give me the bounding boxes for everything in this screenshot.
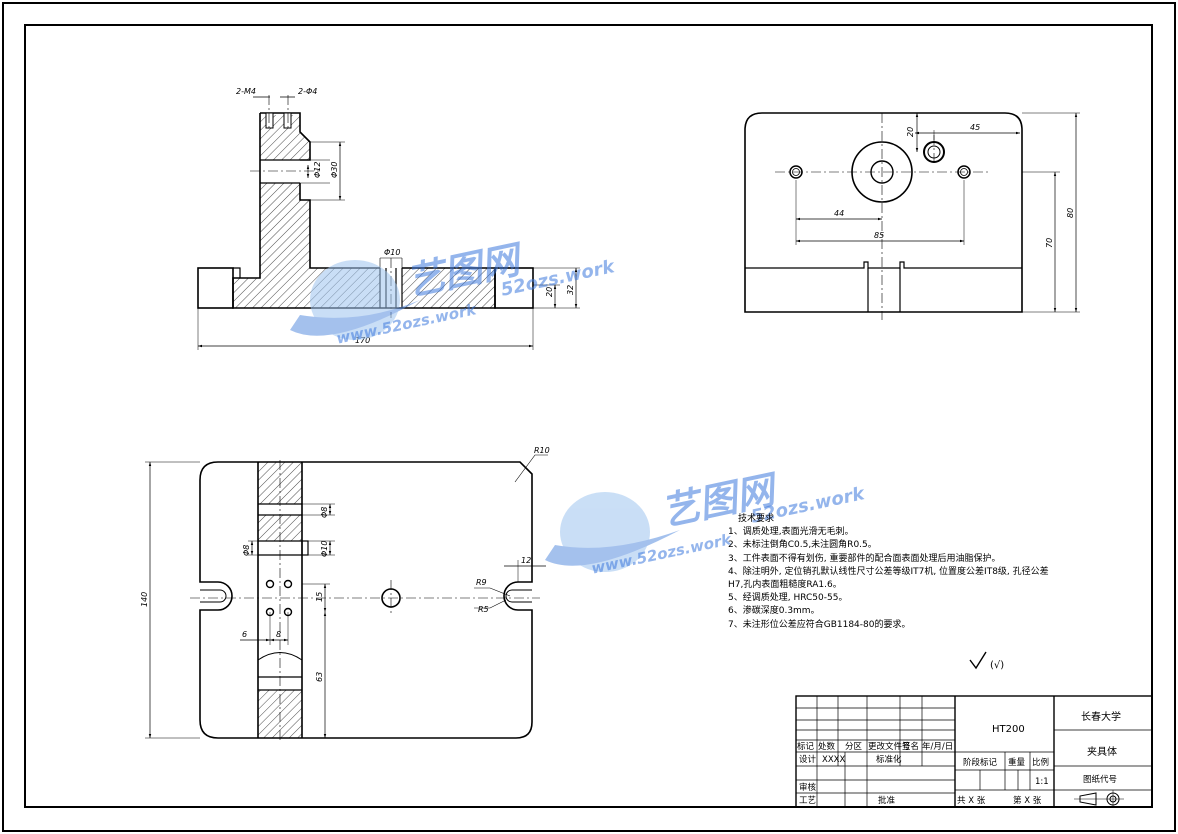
- dim-phi8b: Φ8: [242, 545, 251, 556]
- dim-phi30: Φ30: [330, 162, 339, 178]
- tb-label-4: 签名: [902, 741, 919, 752]
- tb-label-1: 处数: [818, 741, 836, 752]
- side-view: 45 20 44 85 70 80: [744, 112, 1080, 320]
- projection-symbol-icon: [1074, 790, 1124, 808]
- notes-item: 7、未注形位公差应符合GB1184-80的要求。: [728, 619, 911, 630]
- dim-2phi4: 2-Φ4: [298, 87, 317, 96]
- tb-weight: 重量: [1008, 757, 1026, 768]
- dim-70: 70: [1045, 238, 1054, 248]
- tb-process: 工艺: [799, 796, 816, 806]
- top-view: R10 R9 R5 12 140 6 8 15 63 Φ8 Φ10 Φ8: [140, 446, 550, 740]
- dim-85: 85: [874, 231, 884, 240]
- dim-20b: 20: [906, 127, 915, 137]
- notes-item: 3、工件表面不得有划伤, 重要部件的配合面表面处理后用油脂保护。: [728, 553, 1001, 564]
- watermark-logo-icon: [290, 260, 680, 572]
- dim-2m4: 2-M4: [236, 87, 256, 96]
- dim-phi10b: Φ10: [320, 541, 329, 557]
- dim-44: 44: [834, 209, 844, 218]
- inner-frame: [24, 24, 1153, 808]
- notes-item: 2、未标注倒角C0.5,未注圆角R0.5。: [728, 540, 877, 551]
- notes-item: 4、除注明外, 定位销孔默认线性尺寸公差等级IT7机, 位置度公差IT8级, 孔…: [728, 566, 1049, 577]
- dim-8: 8: [276, 630, 281, 639]
- dim-80: 80: [1066, 208, 1075, 218]
- dim-32: 32: [566, 285, 575, 295]
- dim-phi12: Φ12: [313, 162, 322, 178]
- roughness-symbol: (√): [969, 651, 1004, 671]
- tb-part-name: 夹具体: [1087, 745, 1117, 758]
- dim-12: 12: [521, 556, 531, 565]
- notes-item: H7,孔内表面粗糙度RA1.6。: [728, 580, 842, 591]
- dim-phi8: Φ8: [320, 507, 329, 518]
- tb-approve: 批准: [878, 795, 896, 806]
- tb-scale: 1:1: [1035, 777, 1049, 787]
- tb-sheets-total: 共 X 张: [957, 796, 986, 806]
- dim-phi10: Φ10: [384, 248, 400, 257]
- dim-r9: R9: [476, 578, 487, 587]
- tb-sheet-no: 第 X 张: [1013, 795, 1042, 806]
- notes-item: 6、渗碳深度0.3mm。: [728, 606, 820, 617]
- tb-stage: 阶段标记: [963, 757, 998, 768]
- notes-title: 技术要求: [738, 514, 775, 524]
- dim-140: 140: [140, 592, 149, 607]
- tb-label-5: 年/月/日: [922, 741, 953, 752]
- dim-r5: R5: [478, 605, 489, 614]
- tb-review: 审核: [799, 782, 817, 793]
- dim-170: 170: [355, 336, 370, 345]
- tb-label-2: 分区: [845, 742, 863, 752]
- dim-63: 63: [315, 672, 324, 682]
- dim-15: 15: [315, 592, 324, 602]
- front-section-view: 2-M4 2-Φ4 Φ12 Φ30 Φ10 20 32 170: [197, 87, 580, 350]
- dim-r10: R10: [534, 446, 550, 455]
- tb-label-3: 更改文件号: [868, 741, 911, 752]
- technical-requirements: 技术要求 1、调质处理,表面光滑无毛刺。 2、未标注倒角C0.5,未注圆角R0.…: [728, 513, 1108, 632]
- tb-scale-label: 比例: [1032, 757, 1049, 768]
- tb-school: 长春大学: [1081, 710, 1121, 723]
- notes-item: 5、经调质处理, HRC50-55。: [728, 593, 848, 604]
- dim-6: 6: [242, 630, 247, 639]
- title-block: HT200 长春大学 夹具体 图纸代号 标记 处数 分区 更改文件号 签名 年/…: [795, 695, 1153, 808]
- tb-material: HT200: [992, 724, 1025, 735]
- roughness-text: (√): [990, 660, 1004, 671]
- tb-design: 设计: [799, 754, 817, 765]
- dim-20: 20: [545, 287, 554, 297]
- notes-item: 1、调质处理,表面光滑无毛刺。: [728, 527, 854, 538]
- tb-drawing-no-label: 图纸代号: [1083, 774, 1117, 785]
- tb-label-0: 标记: [797, 741, 815, 752]
- tb-designer: XXXX: [822, 755, 845, 765]
- dim-45: 45: [970, 123, 980, 132]
- tb-standard: 标准化: [876, 754, 902, 765]
